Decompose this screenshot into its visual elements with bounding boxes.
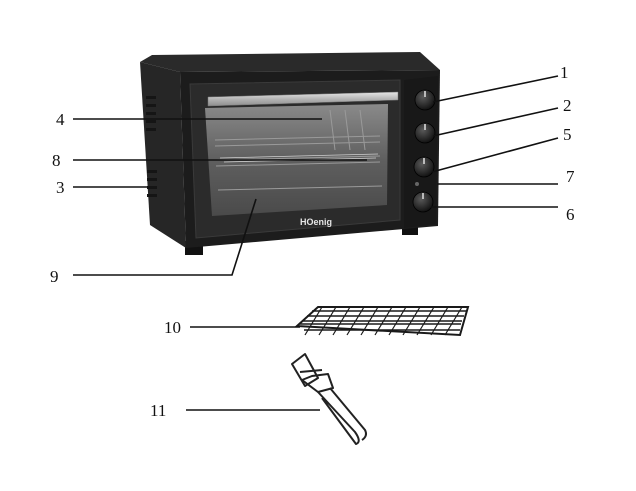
callout-1: 1 <box>560 63 569 82</box>
callout-5: 5 <box>563 125 572 144</box>
indicator-light <box>415 182 419 186</box>
leader-9 <box>73 198 257 276</box>
control-knobs <box>412 89 436 213</box>
door-handle <box>207 91 399 107</box>
callout-6: 6 <box>566 205 575 224</box>
callout-10: 10 <box>164 318 181 337</box>
knob-2 <box>414 122 436 144</box>
leader-5 <box>431 137 559 173</box>
callout-3: 3 <box>56 178 65 197</box>
callout-numbers: 1 2 5 7 6 4 8 3 9 10 11 <box>50 63 575 420</box>
leader-2 <box>432 107 559 137</box>
callout-2: 2 <box>563 96 572 115</box>
brand-logo: HOenig <box>300 217 332 227</box>
leader-1 <box>432 75 559 103</box>
oven-top <box>140 52 440 72</box>
oven-interior <box>214 109 383 191</box>
knob-5 <box>413 156 435 178</box>
control-panel <box>404 76 438 228</box>
rack-handle-tool <box>291 353 367 445</box>
callout-4: 4 <box>56 110 65 129</box>
callout-7: 7 <box>566 167 575 186</box>
callout-11: 11 <box>150 401 166 420</box>
callout-8: 8 <box>52 151 61 170</box>
side-vents <box>146 96 157 197</box>
callout-9: 9 <box>50 267 59 286</box>
knob-6 <box>412 191 434 213</box>
knob-1 <box>414 89 436 111</box>
oven-left-side <box>140 62 186 248</box>
mini-oven: HOenig <box>140 52 440 255</box>
leader-lines <box>73 75 559 411</box>
wire-rack <box>294 306 470 337</box>
